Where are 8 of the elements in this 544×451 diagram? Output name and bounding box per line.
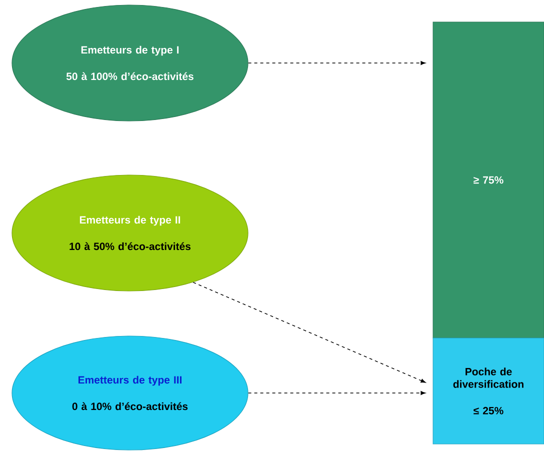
ellipse-node: Emetteurs de type II 10 à 50% d’éco-activités (12, 174, 248, 292)
ellipse-node: Emetteurs de type I 50 à 100% d’éco-activités (12, 4, 248, 122)
arrow (248, 61, 426, 65)
ellipse-node: Emetteurs de type III 0 à 10% d’éco-activités (12, 336, 248, 450)
arrow (192, 282, 426, 383)
bar-segment: ≥ 75% (432, 22, 544, 338)
bar-segment: Poche de diversification ≤ 25% (432, 338, 544, 444)
arrow (248, 391, 426, 395)
